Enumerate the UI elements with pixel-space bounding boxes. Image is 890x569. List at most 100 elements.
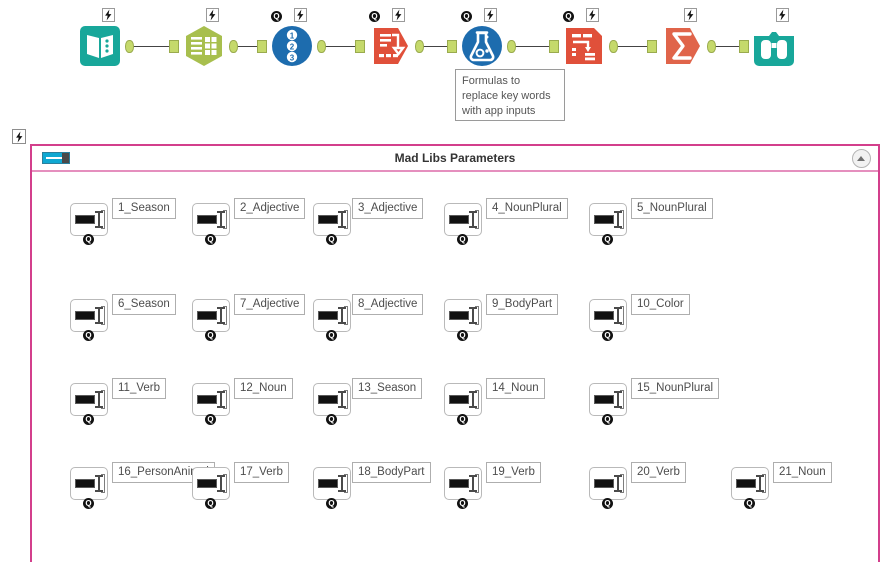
question-badge-icon[interactable]: Q [326, 414, 337, 425]
connection-line[interactable] [424, 46, 447, 47]
text-box-tool[interactable]: Q [589, 383, 627, 425]
browse-tool[interactable] [752, 24, 796, 68]
lightning-bolt-icon[interactable] [684, 8, 697, 22]
tool-annotation-label[interactable]: 11_Verb [112, 378, 166, 399]
tool-annotation-label[interactable]: 20_Verb [631, 462, 686, 483]
tool-annotation-label[interactable]: 2_Adjective [234, 198, 306, 219]
input-anchor[interactable] [169, 40, 179, 53]
question-badge-icon[interactable]: Q [602, 330, 613, 341]
tool-annotation-label[interactable]: 19_Verb [486, 462, 541, 483]
input-anchor[interactable] [355, 40, 365, 53]
text-box-tool[interactable]: Q [444, 383, 482, 425]
question-badge-icon[interactable]: Q [461, 11, 472, 22]
output-anchor[interactable] [707, 40, 716, 53]
text-box-tool[interactable]: Q [192, 203, 230, 245]
tool-annotation-label[interactable]: 6_Season [112, 294, 176, 315]
tool-annotation-label[interactable]: 4_NounPlural [486, 198, 568, 219]
text-box-tool[interactable]: Q [444, 299, 482, 341]
tool-annotation-label[interactable]: 18_BodyPart [352, 462, 431, 483]
output-anchor[interactable] [507, 40, 516, 53]
input-data-tool[interactable] [78, 24, 122, 68]
question-badge-icon[interactable]: Q [205, 414, 216, 425]
text-box-tool[interactable]: Q [589, 299, 627, 341]
text-box-tool[interactable]: Q [313, 383, 351, 425]
text-box-tool[interactable]: Q [70, 467, 108, 509]
input-anchor[interactable] [447, 40, 457, 53]
text-box-tool[interactable]: Q [70, 383, 108, 425]
question-badge-icon[interactable]: Q [271, 11, 282, 22]
text-box-tool[interactable]: Q [731, 467, 769, 509]
connection-line[interactable] [618, 46, 647, 47]
formula-tool[interactable] [460, 24, 504, 68]
lightning-bolt-icon[interactable] [586, 8, 599, 22]
input-anchor[interactable] [647, 40, 657, 53]
output-anchor[interactable] [317, 40, 326, 53]
text-box-tool[interactable]: Q [192, 299, 230, 341]
lightning-bolt-icon[interactable] [206, 8, 219, 22]
text-box-tool[interactable]: Q [70, 203, 108, 245]
tool-container-header[interactable]: Mad Libs Parameters [32, 146, 878, 172]
question-badge-icon[interactable]: Q [602, 234, 613, 245]
select-tool[interactable] [182, 24, 226, 68]
tool-annotation-label[interactable]: 9_BodyPart [486, 294, 559, 315]
text-box-tool[interactable]: Q [313, 299, 351, 341]
output-anchor[interactable] [125, 40, 134, 53]
question-badge-icon[interactable]: Q [563, 11, 574, 22]
input-anchor[interactable] [739, 40, 749, 53]
lightning-bolt-icon[interactable] [102, 8, 115, 22]
question-badge-icon[interactable]: Q [457, 330, 468, 341]
question-badge-icon[interactable]: Q [83, 414, 94, 425]
question-badge-icon[interactable]: Q [602, 414, 613, 425]
input-anchor[interactable] [257, 40, 267, 53]
tool-annotation-label[interactable]: 3_Adjective [352, 198, 424, 219]
question-badge-icon[interactable]: Q [205, 498, 216, 509]
chevron-up-icon[interactable] [852, 149, 871, 168]
question-badge-icon[interactable]: Q [457, 414, 468, 425]
connection-line[interactable] [238, 46, 257, 47]
output-anchor[interactable] [229, 40, 238, 53]
text-box-tool[interactable]: Q [313, 203, 351, 245]
tool-annotation-label[interactable]: 21_Noun [773, 462, 832, 483]
text-box-tool[interactable]: Q [444, 203, 482, 245]
tool-annotation-label[interactable]: 7_Adjective [234, 294, 306, 315]
tool-annotation-label[interactable]: 13_Season [352, 378, 423, 399]
lightning-bolt-icon[interactable] [776, 8, 789, 22]
text-box-tool[interactable]: Q [192, 467, 230, 509]
question-badge-icon[interactable]: Q [326, 330, 337, 341]
text-box-tool[interactable]: Q [589, 467, 627, 509]
text-box-tool[interactable]: Q [589, 203, 627, 245]
transpose-tool[interactable] [368, 24, 412, 68]
question-badge-icon[interactable]: Q [83, 330, 94, 341]
question-badge-icon[interactable]: Q [326, 498, 337, 509]
lightning-bolt-icon[interactable] [484, 8, 497, 22]
summarize-tool[interactable] [660, 24, 704, 68]
lightning-bolt-icon[interactable] [392, 8, 405, 22]
question-badge-icon[interactable]: Q [205, 234, 216, 245]
tool-annotation-label[interactable]: 14_Noun [486, 378, 545, 399]
text-box-tool[interactable]: Q [192, 383, 230, 425]
question-badge-icon[interactable]: Q [602, 498, 613, 509]
text-box-tool[interactable]: Q [70, 299, 108, 341]
toggle-switch-icon[interactable] [42, 152, 70, 164]
connection-line[interactable] [134, 46, 169, 47]
question-badge-icon[interactable]: Q [205, 330, 216, 341]
tool-annotation-label[interactable]: 8_Adjective [352, 294, 424, 315]
text-box-tool[interactable]: Q [444, 467, 482, 509]
question-badge-icon[interactable]: Q [83, 234, 94, 245]
tool-annotation-label[interactable]: 12_Noun [234, 378, 293, 399]
question-badge-icon[interactable]: Q [369, 11, 380, 22]
annotation-textbox[interactable]: Formulas to replace key words with app i… [455, 69, 565, 121]
output-anchor[interactable] [415, 40, 424, 53]
lightning-bolt-icon[interactable] [294, 8, 307, 22]
tool-annotation-label[interactable]: 1_Season [112, 198, 176, 219]
tool-annotation-label[interactable]: 10_Color [631, 294, 690, 315]
connection-line[interactable] [326, 46, 355, 47]
connection-line[interactable] [516, 46, 549, 47]
output-anchor[interactable] [609, 40, 618, 53]
text-box-tool[interactable]: Q [313, 467, 351, 509]
tool-annotation-label[interactable]: 17_Verb [234, 462, 289, 483]
question-badge-icon[interactable]: Q [326, 234, 337, 245]
